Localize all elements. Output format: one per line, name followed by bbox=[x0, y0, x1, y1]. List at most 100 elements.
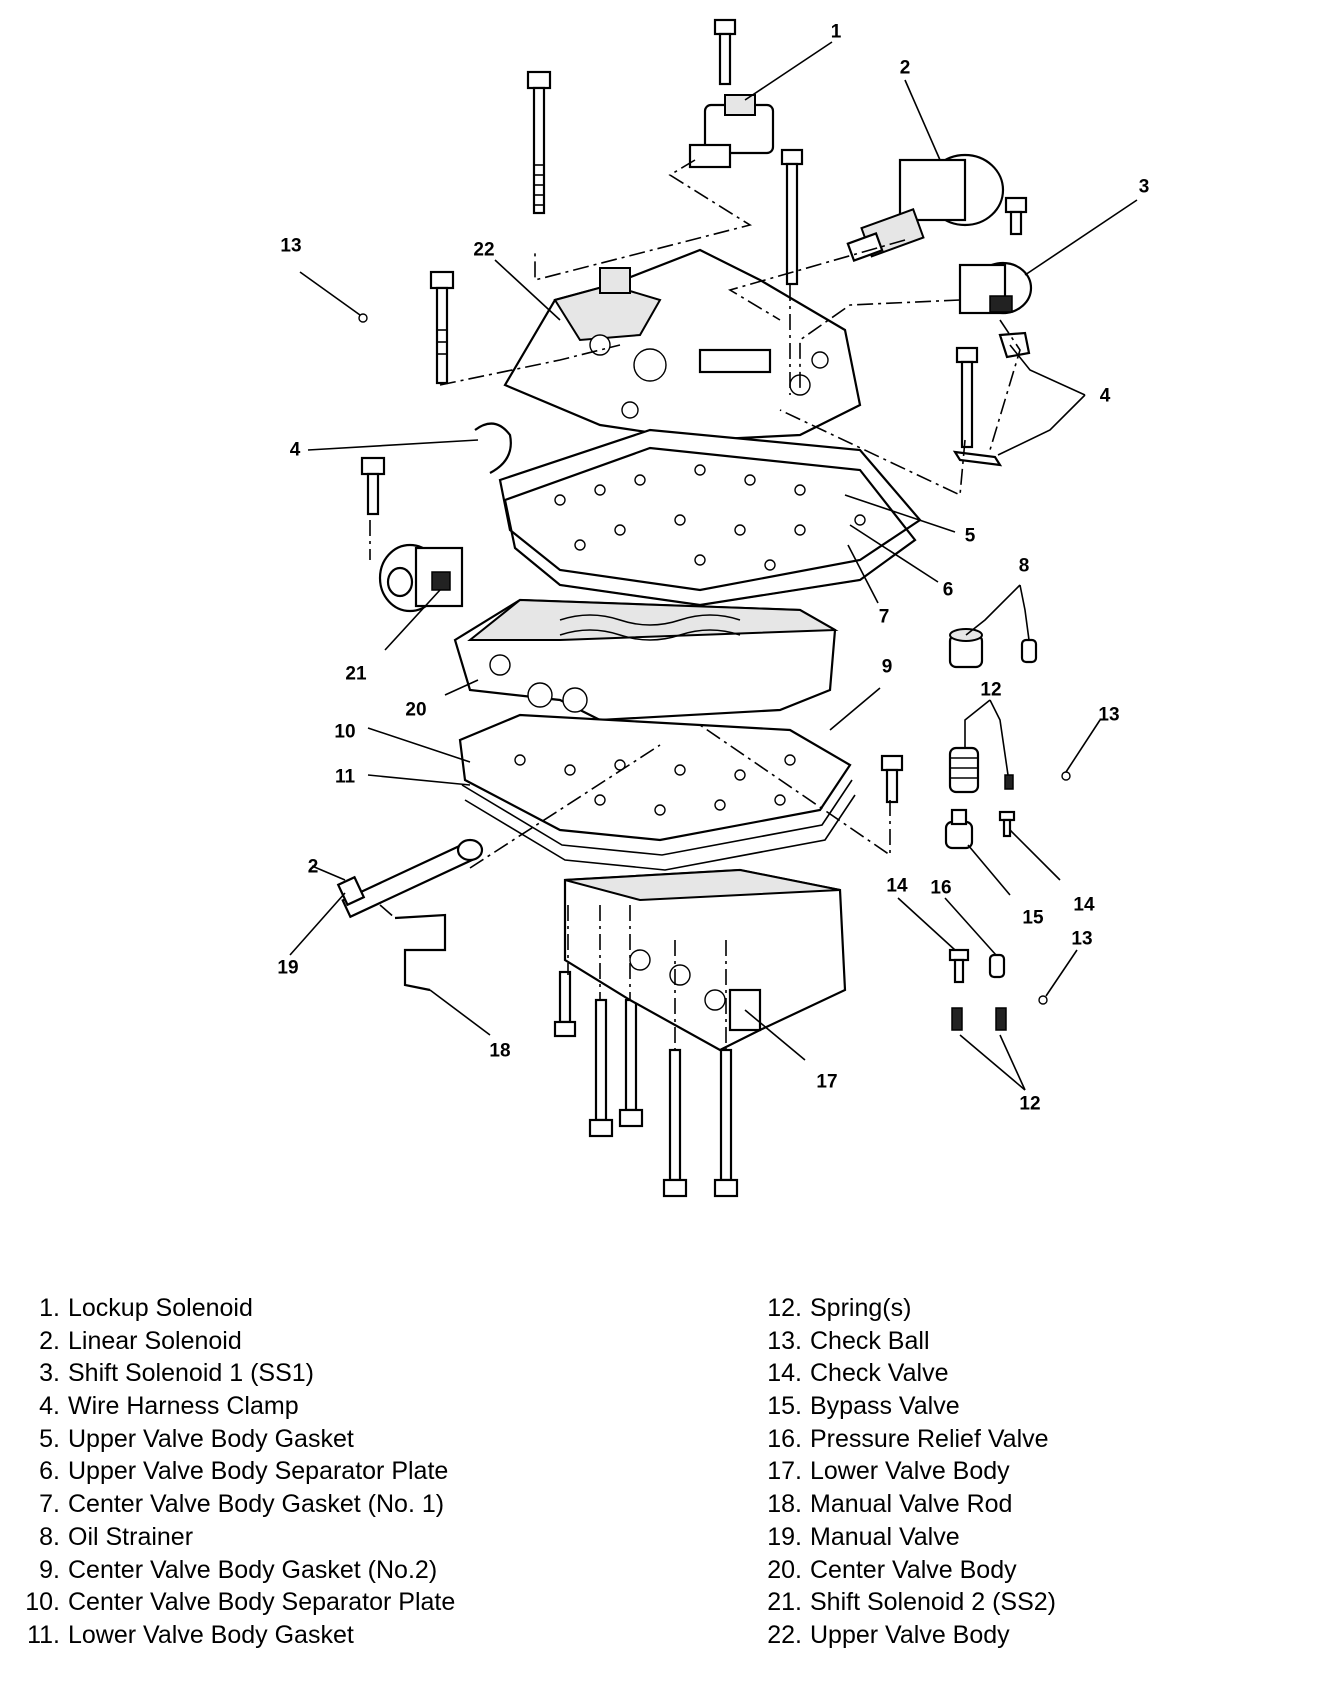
callout-19: 19 bbox=[277, 957, 299, 979]
legend-item: 17.Lower Valve Body bbox=[767, 1457, 1010, 1486]
manual-valve bbox=[336, 838, 484, 919]
callout-9: 9 bbox=[881, 656, 893, 678]
callout-17: 17 bbox=[816, 1071, 838, 1093]
callout-2: 2 bbox=[307, 856, 319, 878]
callout-18: 18 bbox=[489, 1040, 511, 1062]
callout-2: 2 bbox=[899, 57, 911, 79]
legend-item: 2.Linear Solenoid bbox=[39, 1326, 242, 1355]
gasket-holes bbox=[554, 464, 866, 571]
diagram-drawing bbox=[289, 18, 1138, 1198]
callout-15: 15 bbox=[1022, 907, 1044, 929]
legend-item: 8.Oil Strainer bbox=[39, 1522, 194, 1551]
center-valve-body bbox=[453, 598, 839, 722]
callout-14: 14 bbox=[1073, 894, 1095, 916]
lower-valve-body bbox=[563, 868, 847, 1052]
callout-13: 13 bbox=[1071, 928, 1093, 950]
leader-lines bbox=[289, 41, 1138, 1091]
bolt bbox=[880, 754, 904, 804]
callout-7: 7 bbox=[878, 606, 890, 628]
bolt bbox=[360, 456, 386, 516]
callout-4: 4 bbox=[1099, 385, 1111, 407]
bolt bbox=[713, 1048, 739, 1198]
legend-item: 20.Center Valve Body bbox=[767, 1555, 1017, 1584]
bolt bbox=[662, 1048, 688, 1198]
callout-14: 14 bbox=[886, 875, 908, 897]
upper-valve-body bbox=[503, 248, 862, 442]
bolt bbox=[713, 18, 737, 86]
callout-13: 13 bbox=[280, 235, 302, 257]
callout-10: 10 bbox=[334, 721, 356, 743]
center-valve-body-gasket-2 bbox=[458, 713, 852, 842]
spring bbox=[948, 746, 980, 794]
linear-solenoid bbox=[846, 153, 1005, 262]
center-valve-body-separator-plate bbox=[461, 779, 853, 856]
bolt bbox=[618, 998, 644, 1128]
legend-left-column: 1.Lockup Solenoid 2.Linear Solenoid 3.Sh… bbox=[14, 1292, 455, 1652]
lower-valve-body-gasket bbox=[464, 794, 856, 871]
callout-8: 8 bbox=[1018, 555, 1030, 577]
lockup-solenoid bbox=[688, 94, 775, 169]
legend-item: 21.Shift Solenoid 2 (SS2) bbox=[767, 1588, 1056, 1617]
legend-item: 16.Pressure Relief Valve bbox=[767, 1424, 1049, 1453]
wire-harness-clamp bbox=[998, 331, 1031, 359]
callout-5: 5 bbox=[964, 525, 976, 547]
gasket-holes-lower bbox=[514, 754, 796, 816]
bolt bbox=[553, 970, 577, 1038]
bolt bbox=[429, 270, 455, 385]
shift-solenoid-2 bbox=[378, 543, 464, 613]
shift-solenoid-1 bbox=[958, 261, 1033, 315]
callout-22: 22 bbox=[473, 239, 495, 261]
callout-12: 12 bbox=[1019, 1093, 1041, 1115]
bolt bbox=[526, 70, 552, 215]
exploded-diagram: 1 2 3 4 4 5 6 7 8 9 10 11 12 12 13 13 13… bbox=[277, 18, 1150, 1198]
legend-item: 11.Lower Valve Body Gasket bbox=[27, 1620, 354, 1649]
upper-valve-body-separator-plate bbox=[503, 446, 917, 607]
wire-harness-clamp bbox=[952, 450, 1003, 467]
legend-item: 1.Lockup Solenoid bbox=[39, 1294, 253, 1322]
callout-13: 13 bbox=[1098, 704, 1120, 726]
legend-item: 10.Center Valve Body Separator Plate bbox=[25, 1588, 456, 1617]
upper-valve-body-gasket bbox=[498, 428, 922, 592]
check-valve bbox=[948, 948, 970, 984]
bolt bbox=[1004, 196, 1028, 236]
bolt bbox=[955, 346, 979, 449]
callout-21: 21 bbox=[345, 663, 367, 685]
oil-strainer bbox=[948, 628, 1038, 669]
callout-11: 11 bbox=[334, 766, 356, 788]
legend-item: 4.Wire Harness Clamp bbox=[39, 1392, 299, 1421]
callout-12: 12 bbox=[980, 679, 1002, 701]
legend-item: 9.Center Valve Body Gasket (No.2) bbox=[39, 1555, 438, 1584]
legend-item: 15.Bypass Valve bbox=[767, 1392, 960, 1421]
legend-item: 13.Check Ball bbox=[767, 1326, 930, 1355]
pressure-relief-valve bbox=[988, 953, 1006, 979]
callout-4: 4 bbox=[289, 439, 301, 461]
callout-20: 20 bbox=[405, 699, 427, 721]
legend-item: 5.Upper Valve Body Gasket bbox=[39, 1424, 354, 1453]
legend-item: 7.Center Valve Body Gasket (No. 1) bbox=[39, 1490, 445, 1519]
bypass-valve bbox=[944, 808, 974, 850]
bolt bbox=[780, 148, 804, 286]
bolt bbox=[588, 998, 614, 1138]
manual-valve-rod bbox=[394, 913, 447, 992]
legend-item: 19.Manual Valve bbox=[767, 1522, 960, 1551]
legend-right-column: 12.Spring(s) 13.Check Ball 14.Check Valv… bbox=[750, 1292, 1056, 1652]
check-valve bbox=[998, 810, 1016, 838]
check-ball bbox=[358, 313, 368, 323]
alignment-lines bbox=[369, 159, 1021, 1050]
callout-6: 6 bbox=[942, 579, 954, 601]
spring bbox=[1004, 774, 1014, 790]
check-ball bbox=[1038, 995, 1048, 1005]
legend-item: 22.Upper Valve Body bbox=[767, 1620, 1010, 1649]
check-ball bbox=[1061, 771, 1071, 781]
legend-item: 14.Check Valve bbox=[767, 1359, 949, 1388]
legend-item: 18.Manual Valve Rod bbox=[767, 1490, 1013, 1519]
callout-3: 3 bbox=[1138, 176, 1150, 198]
legend-item: 12.Spring(s) bbox=[767, 1294, 912, 1322]
spring bbox=[995, 1007, 1007, 1031]
spring bbox=[951, 1007, 963, 1031]
wire-harness-clamp bbox=[474, 422, 512, 474]
legend-item: 6.Upper Valve Body Separator Plate bbox=[39, 1457, 449, 1486]
callout-16: 16 bbox=[930, 877, 952, 899]
callout-1: 1 bbox=[830, 21, 842, 43]
legend-item: 3.Shift Solenoid 1 (SS1) bbox=[39, 1359, 314, 1388]
